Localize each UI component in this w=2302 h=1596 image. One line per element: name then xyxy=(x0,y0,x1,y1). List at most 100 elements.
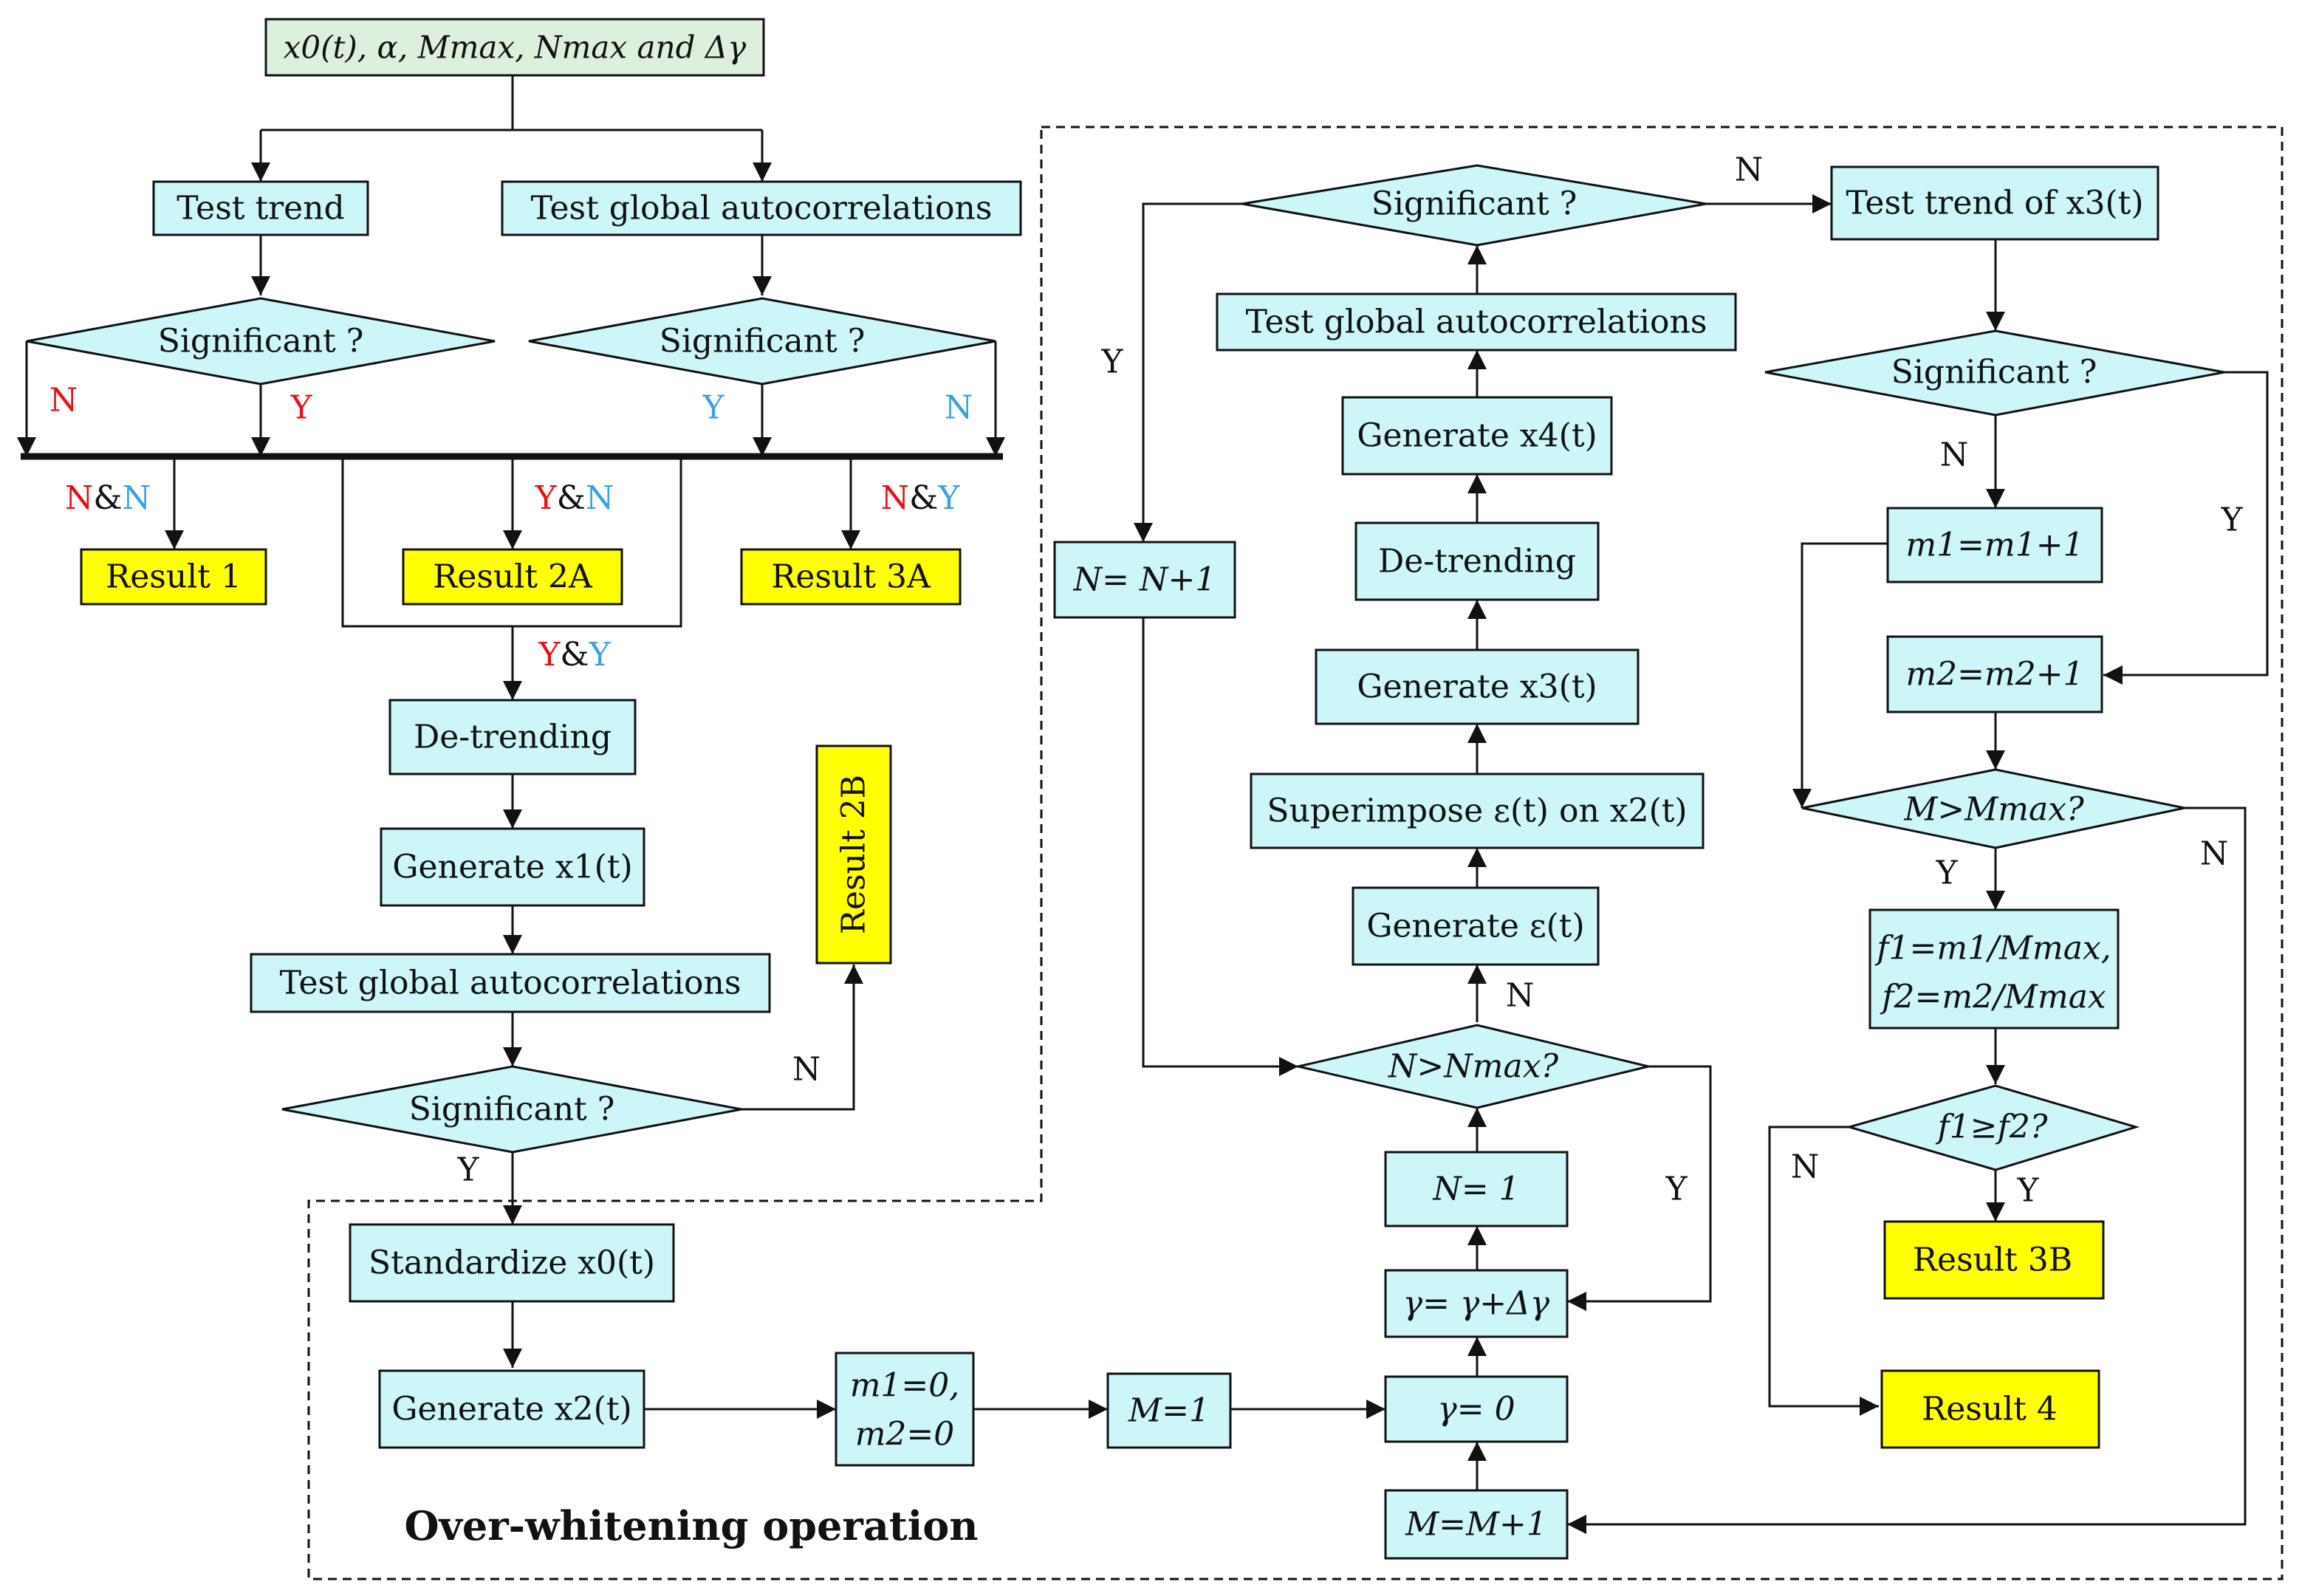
test-global-autocorrelations-box-3 xyxy=(1216,292,1737,352)
branch-n-blue: N xyxy=(945,389,973,427)
branch-y-blue: Y xyxy=(702,389,724,427)
result-2a-label: Result 2A xyxy=(433,558,593,596)
m-init-label-line1: m1=0, xyxy=(850,1367,960,1405)
result-2b-label: Result 2B xyxy=(835,775,873,934)
branch-y-f: Y xyxy=(1935,854,1958,892)
result-3a-label: Result 3A xyxy=(771,558,931,596)
significant-decision-4 xyxy=(1241,164,1707,247)
f-calc-label-line1: f1=m1/Mmax, xyxy=(1874,930,2111,967)
test-trend-label: Test trend xyxy=(177,190,344,227)
branch-n-top: N xyxy=(1735,151,1764,189)
result-1-box xyxy=(80,548,267,606)
detrending-label-left: De-trending xyxy=(414,719,612,756)
significant-decision-2 xyxy=(528,297,996,386)
generate-x4-label: Generate x4(t) xyxy=(1357,417,1597,455)
result-4-label: Result 4 xyxy=(1922,1391,2058,1428)
f-compare-decision xyxy=(1845,1084,2140,1171)
result-4-box xyxy=(1880,1369,2100,1449)
N-init-label: N= 1 xyxy=(1432,1171,1519,1208)
significant-label-3: Significant ? xyxy=(409,1091,615,1128)
test-global-autocorrelations-label-2: Test global autocorrelations xyxy=(280,965,741,1002)
test-global-autocorrelations-label-3: Test global autocorrelations xyxy=(1246,304,1707,341)
test-global-autocorrelations-label: Test global autocorrelations xyxy=(531,190,993,227)
test-trend-x3-label: Test trend of x3(t) xyxy=(1846,185,2143,222)
significant-label-5: Significant ? xyxy=(1891,354,2097,391)
f-calc-label-line2: f2=m2/Mmax xyxy=(1880,979,2106,1016)
N-max-decision-label: N>Nmax? xyxy=(1388,1048,1559,1086)
gamma-init-label: γ= 0 xyxy=(1437,1391,1515,1428)
combo-nn-label: N&N xyxy=(65,479,151,517)
result-3b-label: Result 3B xyxy=(1913,1241,2072,1279)
generate-epsilon-label: Generate ε(t) xyxy=(1366,908,1584,945)
branch-y-std: Y xyxy=(456,1151,479,1189)
test-trend-x3-box xyxy=(1830,165,2159,241)
generate-epsilon-box xyxy=(1352,886,1600,966)
detrending-label-middle: De-trending xyxy=(1378,543,1576,580)
gamma-increment-box xyxy=(1384,1269,1569,1338)
N-init-box xyxy=(1384,1151,1569,1227)
branch-n-loop: N xyxy=(2200,835,2229,873)
M-init-box xyxy=(1106,1372,1232,1449)
input-parameters-label: x0(t), α, Mmax, Nmax and Δγ xyxy=(284,30,747,66)
test-global-autocorrelations-box xyxy=(501,180,1022,236)
result-3b-box xyxy=(1883,1220,2105,1300)
significant-label-1: Significant ? xyxy=(158,323,364,360)
generate-x4-box xyxy=(1341,396,1613,476)
significant-decision-1 xyxy=(26,297,496,386)
branch-n-2b: N xyxy=(792,1051,821,1089)
generate-x2-box xyxy=(378,1369,645,1449)
result-2a-box xyxy=(402,548,623,606)
branch-y-loop: Y xyxy=(1100,343,1123,381)
branch-y-3b: Y xyxy=(2016,1172,2039,1210)
generate-x2-label: Generate x2(t) xyxy=(391,1391,631,1428)
f-compare-label: f1≥f2? xyxy=(1935,1109,2047,1146)
test-global-autocorrelations-box-2 xyxy=(250,953,771,1013)
M-init-label: M=1 xyxy=(1128,1392,1210,1430)
significant-label-2: Significant ? xyxy=(660,323,866,360)
superimpose-box xyxy=(1250,773,1705,849)
combo-ny-label: N&Y xyxy=(881,479,961,517)
result-2b-box xyxy=(815,744,892,965)
M-max-decision xyxy=(1801,768,2185,849)
m-init-label-line2: m2=0 xyxy=(855,1416,955,1453)
connectors xyxy=(17,75,2269,1534)
m1-increment-label: m1=m1+1 xyxy=(1905,527,2083,564)
significant-decision-3 xyxy=(281,1065,742,1154)
combo-yy-label: Y&Y xyxy=(538,636,611,674)
M-increment-label: M=M+1 xyxy=(1405,1506,1547,1544)
generate-x1-box xyxy=(380,827,645,907)
over-whitening-title: Over-whitening operation xyxy=(404,1502,978,1549)
branch-y-red: Y xyxy=(290,389,312,427)
f-calc-box xyxy=(1868,908,2120,1030)
M-max-decision-label: M>Mmax? xyxy=(1903,791,2084,829)
N-max-decision xyxy=(1298,1024,1649,1109)
input-parameters-box xyxy=(264,18,765,77)
superimpose-label: Superimpose ε(t) on x2(t) xyxy=(1267,792,1687,830)
m-init-box xyxy=(835,1352,975,1467)
standardize-label: Standardize x0(t) xyxy=(369,1244,655,1282)
M-increment-box xyxy=(1384,1489,1569,1560)
N-increment-label: N= N+1 xyxy=(1073,561,1216,599)
m2-increment-box xyxy=(1886,635,2103,713)
significant-decision-5 xyxy=(1764,329,2225,417)
branch-n-eps: N xyxy=(1506,977,1535,1015)
combo-yn-label: Y&N xyxy=(535,479,614,517)
N-increment-box xyxy=(1053,541,1236,619)
significant-label-4: Significant ? xyxy=(1371,185,1578,223)
branch-n-m1: N xyxy=(1940,436,1969,474)
gamma-init-box xyxy=(1384,1375,1569,1443)
test-trend-box xyxy=(152,180,369,236)
result-1-label: Result 1 xyxy=(106,558,241,596)
generate-x3-box xyxy=(1315,648,1640,725)
branch-n-red: N xyxy=(49,382,78,419)
result-3a-box xyxy=(740,548,962,606)
gamma-increment-label: γ= γ+Δγ xyxy=(1403,1285,1550,1323)
generate-x1-label: Generate x1(t) xyxy=(392,849,632,886)
generate-x3-label: Generate x3(t) xyxy=(1357,668,1597,706)
detrending-box-left xyxy=(388,699,637,775)
over-whitening-boundary xyxy=(307,126,2284,1580)
detrending-box-middle xyxy=(1354,521,1600,601)
branch-y-m2: Y xyxy=(2220,501,2243,539)
